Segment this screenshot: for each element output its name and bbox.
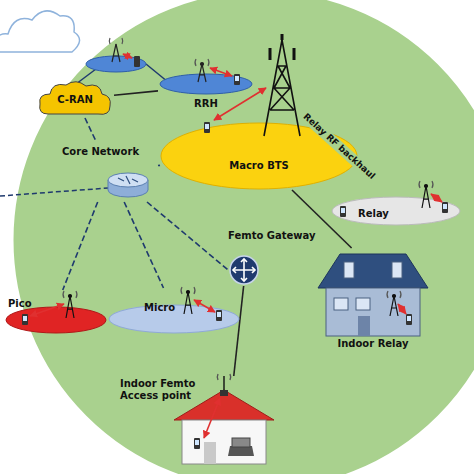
rrh-cell: RRH (158, 60, 256, 112)
wireless-backhaul (234, 286, 244, 376)
macro-cell: Macro BTS (160, 118, 360, 190)
internet-cloud (0, 11, 80, 52)
node-shape (330, 180, 462, 226)
cran-cloud: C-RAN (38, 80, 114, 118)
backhaul-link (124, 202, 163, 288)
backhaul-link (85, 118, 95, 140)
node-label: Core Network (62, 146, 139, 158)
node-label: Micro (144, 302, 175, 314)
backhaul-dashed (0, 188, 108, 196)
backhaul-link (147, 202, 228, 270)
core-router: Core Network (62, 140, 158, 202)
indoor-femto-house: Indoor Femto Access point (120, 376, 278, 470)
node-label: Macro BTS (160, 160, 358, 172)
node-label: C-RAN (38, 94, 112, 106)
node-label: Indoor Femto Access point (120, 378, 216, 402)
rrh-cell (86, 56, 146, 72)
femto-gateway: Femto Gateway (228, 224, 320, 286)
backhaul-link (63, 202, 98, 290)
node-shape (318, 248, 428, 352)
node-label: Relay (358, 208, 389, 220)
node-shape (4, 290, 104, 334)
wireless-backhaul (114, 91, 158, 95)
backhaul-link (158, 165, 160, 167)
node-label: Femto Gateway (228, 230, 315, 242)
phone (134, 56, 140, 67)
indoor-relay-house: Indoor Relay (318, 248, 430, 352)
radio-link (123, 54, 132, 58)
relay-cell: Relay (330, 180, 462, 226)
node-label: Indoor Relay (318, 338, 428, 350)
micro-cell: Micro (108, 288, 240, 334)
coverage-circle (12, 0, 474, 474)
rrh-tower (109, 38, 122, 62)
pico-cell: Pico (4, 290, 104, 334)
node-label: Pico (8, 298, 32, 310)
